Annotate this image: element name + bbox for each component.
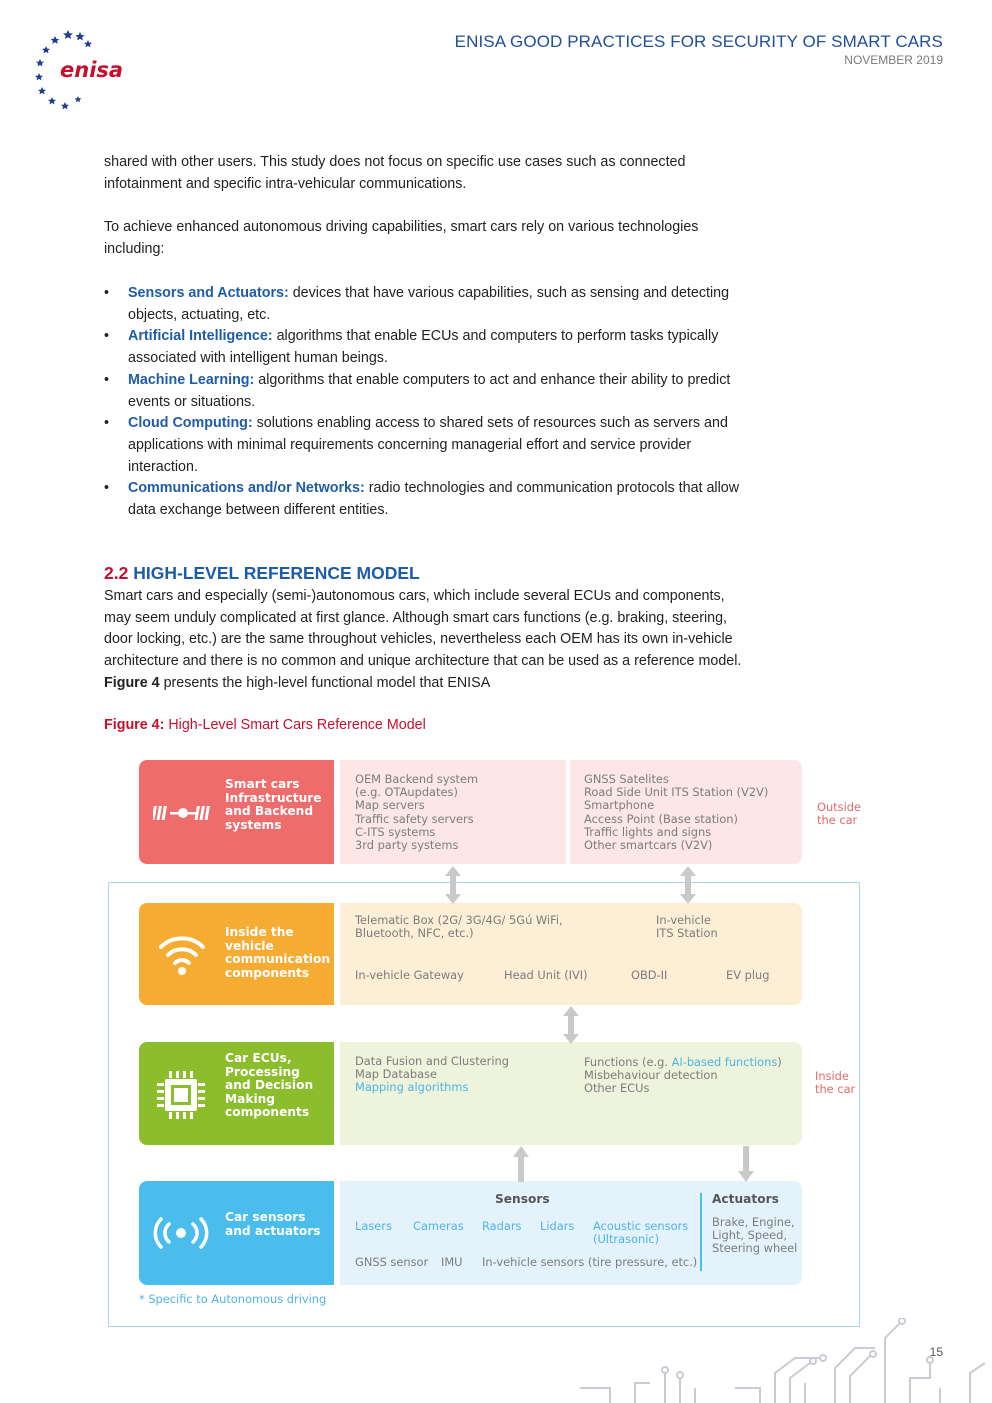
double-arrow-icon xyxy=(680,866,696,904)
in-vehicle-gateway: In-vehicle Gateway xyxy=(355,968,464,982)
row3-title: Car ECUs, Processing and Decision Making… xyxy=(225,1051,314,1119)
row1-panel-left: OEM Backend system (e.g. OTAupdates) Map… xyxy=(340,760,566,864)
functions-prefix: Functions (e.g. xyxy=(584,1055,672,1069)
row4-tile: Car sensors and actuators xyxy=(139,1181,334,1285)
sensors-heading: Sensors xyxy=(495,1192,550,1206)
satellite-icon xyxy=(153,806,210,820)
list-term: Artificial Intelligence: xyxy=(128,328,273,345)
figure-reference: Figure 4 xyxy=(104,674,160,691)
sensor-lasers: Lasers xyxy=(355,1219,392,1233)
row1-external-list: GNSS Satelites Road Side Unit ITS Statio… xyxy=(584,772,769,853)
paragraph-2: To achieve enhanced autonomous driving c… xyxy=(104,219,699,257)
section-number: 2.2 xyxy=(104,563,129,583)
misbehaviour-detection: Misbehaviour detection xyxy=(584,1068,718,1082)
paragraph-1: shared with other users. This study does… xyxy=(104,154,686,192)
sensor-cameras: Cameras xyxy=(413,1219,464,1233)
ev-plug: EV plug xyxy=(726,968,770,982)
list-term: Sensors and Actuators: xyxy=(128,285,289,301)
row2-panel: Telematic Box (2G/ 3G/4G/ 5Gú WiFi, Blue… xyxy=(340,903,802,1005)
functions-suffix: ) xyxy=(777,1055,782,1069)
figure-label: Figure 4: xyxy=(104,717,165,733)
double-arrow-icon xyxy=(445,866,461,904)
signal-broadcast-icon xyxy=(153,1217,209,1249)
row2-tile: Inside the vehicle communication compone… xyxy=(139,903,334,1005)
list-item: • Machine Learning: algorithms that enabl… xyxy=(104,370,744,413)
list-term: Cloud Computing: xyxy=(128,415,253,432)
actuators-list: Brake, Engine, Light, Speed, Steering wh… xyxy=(712,1215,798,1256)
sensor-acoustic: Acoustic sensors (Ultrasonic) xyxy=(593,1219,689,1247)
chip-icon xyxy=(157,1071,205,1119)
paragraph-3-text-end: presents the high-level functional model… xyxy=(159,674,491,691)
bullet-dot: • xyxy=(104,371,110,388)
mapping-algorithms: Mapping algorithms xyxy=(355,1080,469,1094)
sensors-actuators-divider xyxy=(700,1193,702,1271)
row2-title: Inside the vehicle communication compone… xyxy=(225,925,331,980)
list-text: devices that have various capabilities, … xyxy=(128,285,730,323)
bullet-dot: • xyxy=(104,480,110,497)
row3-tile: Car ECUs, Processing and Decision Making… xyxy=(139,1042,334,1145)
sensor-radars: Radars xyxy=(482,1219,522,1233)
technology-list: • Sensors and Actuators: devices that hav… xyxy=(104,283,744,522)
list-text: algorithms that enable ECUs and computer… xyxy=(128,328,719,367)
row4-title: Car sensors and actuators xyxy=(225,1210,321,1238)
list-text: radio technologies and communication pro… xyxy=(128,480,740,519)
diagram-footnote: * Specific to Autonomous driving xyxy=(139,1292,327,1306)
up-arrow-icon xyxy=(513,1146,529,1182)
functions: Functions (e.g. AI-based functions) xyxy=(584,1055,782,1069)
document-date: NOVEMBER 2019 xyxy=(844,53,943,67)
sensor-lidars: Lidars xyxy=(540,1219,575,1233)
row4-panel: Sensors Actuators Lasers Cameras Radars … xyxy=(340,1181,802,1285)
row1-panel-right: GNSS Satelites Road Side Unit ITS Statio… xyxy=(570,760,802,864)
row3-panel: Data Fusion and Clustering Map Database … xyxy=(340,1042,802,1145)
list-term: Communications and/or Networks: xyxy=(128,480,365,497)
circuit-decoration xyxy=(580,1318,986,1403)
list-item: • Artificial Intelligence: algorithms tha… xyxy=(104,326,744,369)
list-item: • Cloud Computing: solutions enabling acc… xyxy=(104,413,744,478)
double-arrow-icon xyxy=(563,1006,579,1044)
bullet-dot: • xyxy=(104,285,110,301)
figure-caption: Figure 4: High-Level Smart Cars Referenc… xyxy=(104,717,426,733)
document-title: ENISA GOOD PRACTICES FOR SECURITY OF SMA… xyxy=(454,32,943,51)
inside-car-label: Inside the car xyxy=(815,1069,856,1096)
data-fusion: Data Fusion and Clustering xyxy=(355,1054,509,1068)
page-number: 15 xyxy=(929,1345,943,1359)
list-term: Machine Learning: xyxy=(128,371,255,388)
sensor-imu: IMU xyxy=(441,1255,463,1269)
section-title: HIGH-LEVEL REFERENCE MODEL xyxy=(133,563,420,583)
down-arrow-icon xyxy=(738,1146,754,1182)
row1-title: Smart cars Infrastructure and Backend sy… xyxy=(225,777,322,832)
section-heading: 2.2 HIGH-LEVEL REFERENCE MODEL xyxy=(104,563,420,584)
row1-tile: Smart cars Infrastructure and Backend sy… xyxy=(139,760,334,864)
telematic-box: Telematic Box (2G/ 3G/4G/ 5Gú WiFi, Blue… xyxy=(355,913,563,941)
other-ecus: Other ECUs xyxy=(584,1081,650,1095)
list-item: • Communications and/or Networks: radio t… xyxy=(104,478,744,521)
paragraph-3-text: Smart cars and especially (semi-)autonom… xyxy=(104,588,742,670)
inside-car-frame xyxy=(108,882,860,1327)
outside-car-label: Outside the car xyxy=(817,800,861,827)
enisa-logo: enisa xyxy=(35,30,123,110)
list-text: solutions enabling access to shared sets… xyxy=(128,415,728,475)
paragraph-3: Smart cars and especially (semi-)autonom… xyxy=(104,586,744,695)
row1-backend-list: OEM Backend system (e.g. OTAupdates) Map… xyxy=(355,772,479,853)
sensor-in-vehicle: In-vehicle sensors (tire pressure, etc.) xyxy=(482,1255,698,1269)
logo-wordmark: enisa xyxy=(60,58,123,82)
sensor-gnss: GNSS sensor xyxy=(355,1255,429,1269)
ai-functions: AI-based functions xyxy=(671,1055,778,1069)
wifi-icon xyxy=(159,936,205,975)
map-database: Map Database xyxy=(355,1067,438,1081)
bullet-dot: • xyxy=(104,415,110,432)
head-unit: Head Unit (IVI) xyxy=(504,968,588,982)
eu-stars-icon xyxy=(35,30,92,110)
actuators-heading: Actuators xyxy=(712,1192,779,1206)
obd-port: OBD-II xyxy=(631,968,668,982)
list-item: • Sensors and Actuators: devices that hav… xyxy=(104,283,744,326)
its-station: In-vehicle ITS Station xyxy=(656,913,718,941)
figure-title: High-Level Smart Cars Reference Model xyxy=(164,717,426,733)
list-text: algorithms that enable computers to act … xyxy=(128,371,731,410)
bullet-dot: • xyxy=(104,328,110,345)
